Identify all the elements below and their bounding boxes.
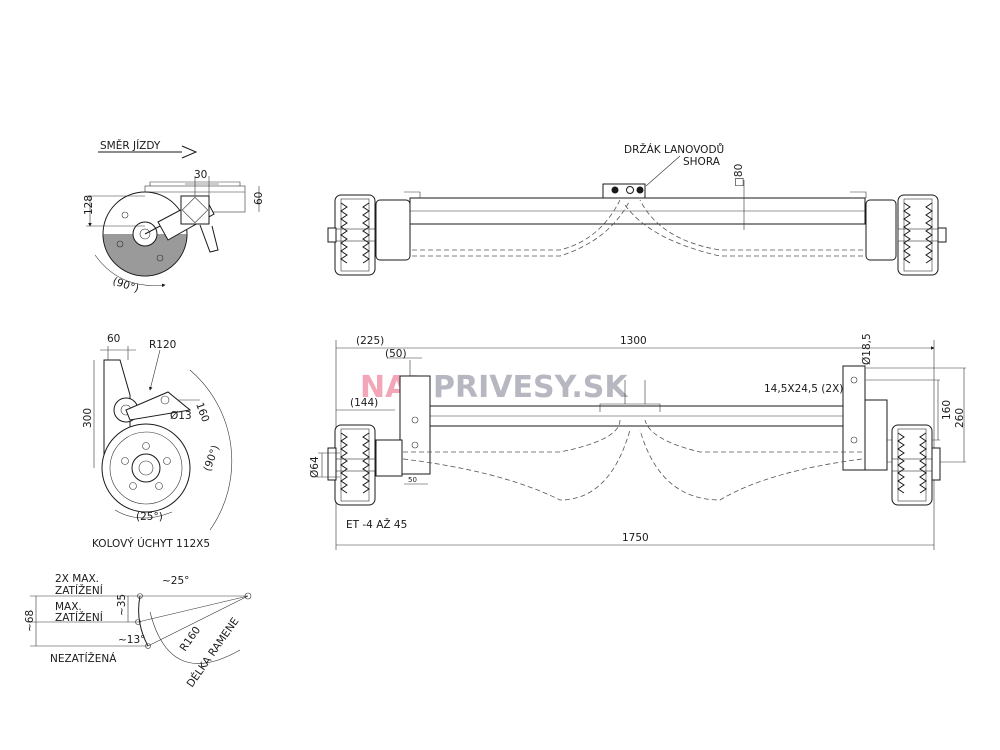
wheel-mount-label: KOLOVÝ ÚCHYT 112X5 <box>92 537 210 550</box>
dim-r120: R120 <box>149 339 176 351</box>
dim-90b: (90°) <box>202 444 222 473</box>
dim-r160: R160 <box>178 624 204 653</box>
max-label-1: MAX. <box>55 601 82 613</box>
dim-1750: 1750 <box>622 532 649 544</box>
max-label-2: ZATÍŽENÍ <box>55 611 103 624</box>
side-view-middle: 60 R120 300 Ø13 160 (90°) (25°) KOLOVÝ Ú… <box>82 333 233 550</box>
dim-1300: 1300 <box>620 335 647 347</box>
dim-13: Ø13 <box>170 410 192 422</box>
dim-64: Ø64 <box>309 456 321 478</box>
dim-s80: □80 <box>733 164 745 187</box>
angle-13: ~13° <box>118 634 145 646</box>
cable-holder-label-1: DRŽÁK LANOVODŮ <box>624 143 724 156</box>
arrow-right-icon <box>181 145 198 159</box>
arm-angle-diagram: 2X MAX. ZATÍŽENÍ MAX. ZATÍŽENÍ NEZATÍŽEN… <box>24 573 252 690</box>
watermark-part2: PRIVESY.SK <box>433 370 629 405</box>
axle-top-view: DRŽÁK LANOVODŮ SHORA □80 <box>327 143 947 276</box>
unloaded-label: NEZATÍŽENÁ <box>50 652 117 665</box>
dim-35: ~35 <box>116 594 128 616</box>
dim-60: 60 <box>253 192 265 205</box>
slot-label: 14,5X24,5 (2X) <box>764 383 843 395</box>
dim-50-small: 50 <box>408 476 417 484</box>
dim-128: 128 <box>83 195 95 215</box>
dim-30: 30 <box>194 169 207 181</box>
angle-25: ~25° <box>162 575 189 587</box>
dim-25: (25°) <box>136 511 163 523</box>
direction-label: SMĚR JÍZDY <box>100 139 161 152</box>
dim-90a: (90°) <box>111 275 140 295</box>
dim-160a: 160 <box>193 401 211 424</box>
dim-68: ~68 <box>24 610 36 632</box>
direction-indicator: SMĚR JÍZDY <box>98 139 198 159</box>
dim-300: 300 <box>82 408 94 428</box>
dim-260: 260 <box>954 408 966 428</box>
axle-bottom-view: (225) (50) 1300 Ø18,5 14,5X24,5 (2X) 160… <box>309 333 966 550</box>
max-load-label-1: 2X MAX. <box>55 573 99 585</box>
dim-144: (144) <box>350 397 378 409</box>
dim-160b: 160 <box>941 400 953 420</box>
side-view-top: 30 128 60 (90°) <box>83 169 265 295</box>
dim-225: (225) <box>356 335 384 347</box>
dim-50: (50) <box>385 348 407 360</box>
max-load-label-2: ZATÍŽENÍ <box>55 584 103 597</box>
dim-60b: 60 <box>107 333 120 345</box>
cable-holder-label-2: SHORA <box>683 156 721 168</box>
dim-185: Ø18,5 <box>861 333 873 365</box>
et-label: ET -4 AŽ 45 <box>346 518 407 531</box>
